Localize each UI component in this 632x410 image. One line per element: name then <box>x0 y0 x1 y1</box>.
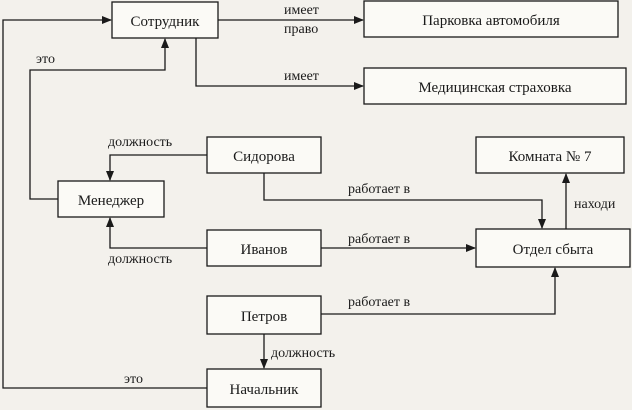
edge-label-has-right-2: право <box>284 22 318 37</box>
edge-label-is-a-manager: это <box>36 52 55 67</box>
node-employee-label: Сотрудник <box>131 14 201 30</box>
edge-label-position-sidorova: должность <box>108 135 172 150</box>
node-petrov-label: Петров <box>241 309 287 325</box>
node-parking: Парковка автомобиля <box>363 0 619 38</box>
node-petrov: Петров <box>206 295 322 335</box>
edge-ivanov-manager <box>106 217 207 249</box>
node-room-label: Комната № 7 <box>509 149 592 165</box>
edge-chief-employee <box>2 16 207 389</box>
edge-employee-insurance <box>195 38 364 90</box>
node-sidorova-label: Сидорова <box>233 149 295 165</box>
node-insurance: Медицинская страховка <box>363 67 627 105</box>
edge-label-located: находи <box>574 197 616 212</box>
node-parking-label: Парковка автомобиля <box>422 13 560 29</box>
node-ivanov: Иванов <box>206 229 322 267</box>
edge-label-is-a-chief: это <box>124 372 143 387</box>
edge-label-has: имеет <box>284 69 319 84</box>
node-sales: Отдел сбыта <box>475 228 631 268</box>
node-manager: Менеджер <box>57 180 165 218</box>
node-insurance-label: Медицинская страховка <box>418 80 571 96</box>
node-ivanov-label: Иванов <box>241 242 288 258</box>
node-manager-label: Менеджер <box>78 193 144 209</box>
node-sidorova: Сидорова <box>206 136 322 174</box>
edge-label-position-petrov: должность <box>271 346 335 361</box>
node-room: Комната № 7 <box>475 136 625 174</box>
node-employee: Сотрудник <box>111 1 219 39</box>
edge-label-works-sidorova: работает в <box>348 182 410 197</box>
node-chief-label: Начальник <box>230 382 300 398</box>
edge-label-works-petrov: работает в <box>348 295 410 310</box>
edge-label-position-ivanov: должность <box>108 252 172 267</box>
edge-sidorova-manager <box>106 154 207 181</box>
edge-manager-employee <box>29 38 169 200</box>
edge-petrov-sales <box>321 267 559 315</box>
node-sales-label: Отдел сбыта <box>513 242 594 258</box>
edge-sidorova-sales <box>263 173 546 229</box>
edge-label-works-ivanov: работает в <box>348 232 410 247</box>
node-chief: Начальник <box>206 368 322 408</box>
edge-label-has-right-1: имеет <box>284 3 319 18</box>
